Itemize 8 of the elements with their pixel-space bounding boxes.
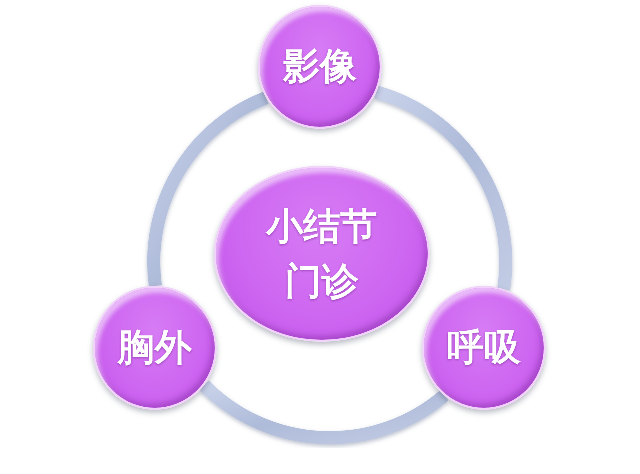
circle-node [258,5,382,129]
ring-arc [374,86,512,290]
node-label: 影像 [283,44,357,90]
ring-arc [200,380,448,444]
node-label: 小结节门诊 [264,204,378,305]
ring-arc [148,92,270,286]
node-label: 胸外 [118,325,192,372]
node-label: 呼吸 [447,325,521,372]
